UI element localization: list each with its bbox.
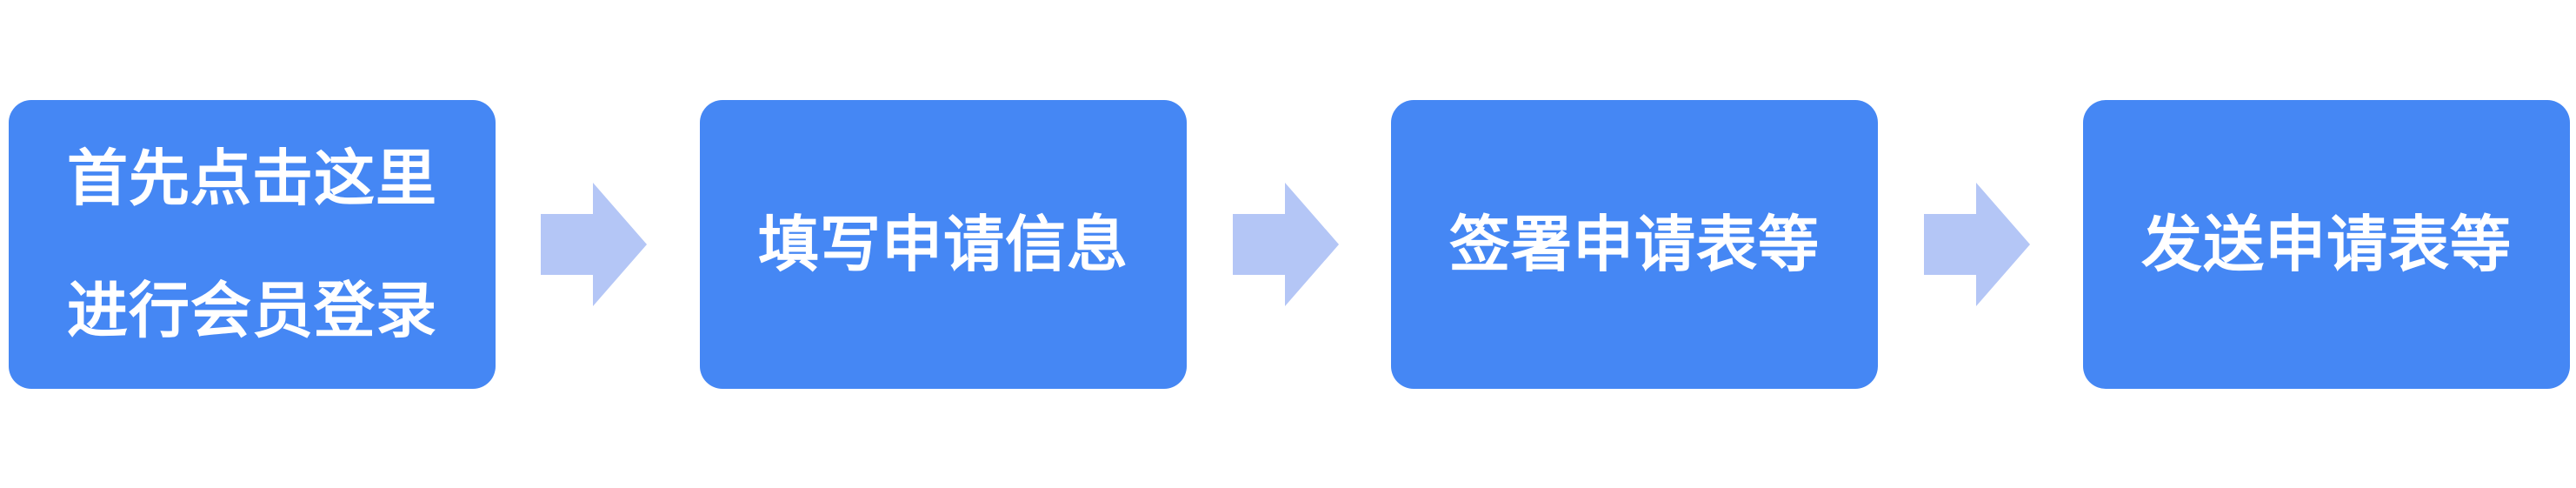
step-1-line-2: 进行会员登录 xyxy=(67,275,437,346)
step-3-label: 签署申请表等 xyxy=(1449,209,1820,280)
step-2-label: 填写申请信息 xyxy=(758,209,1128,280)
right-arrow-icon xyxy=(1233,183,1339,306)
step-4-label: 发送申请表等 xyxy=(2141,209,2512,280)
right-arrow-icon xyxy=(1924,183,2030,306)
right-arrow-icon xyxy=(541,183,647,306)
step-box-sign-form: 签署申请表等 xyxy=(1391,100,1878,389)
step-box-fill-info: 填写申请信息 xyxy=(700,100,1187,389)
step-box-login: 首先点击这里 进行会员登录 xyxy=(9,100,496,389)
step-1-line-1: 首先点击这里 xyxy=(67,143,437,214)
step-box-send-form: 发送申请表等 xyxy=(2083,100,2570,389)
